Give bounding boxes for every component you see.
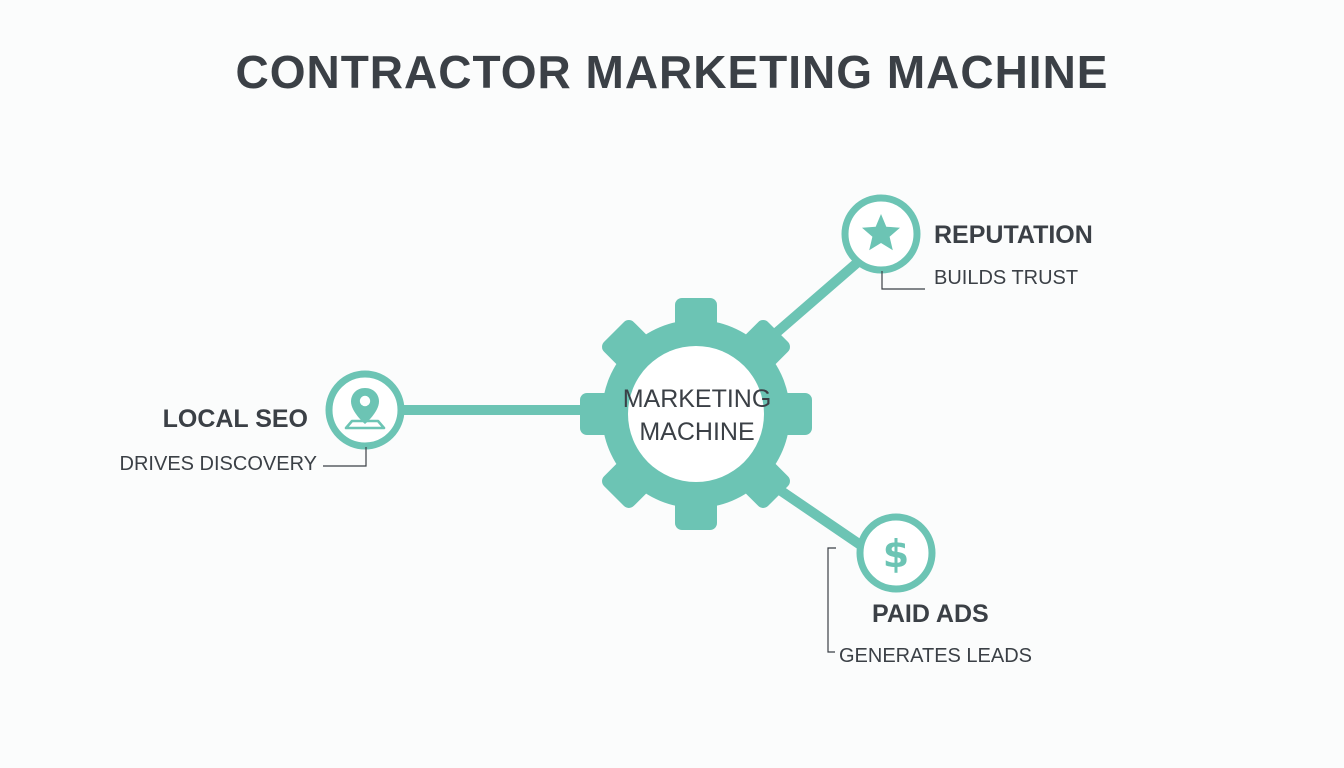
star-icon — [862, 214, 900, 251]
reputation-title: REPUTATION — [934, 221, 1093, 249]
connectors — [399, 257, 867, 551]
hub-label-line1: MARKETING — [623, 385, 772, 413]
gear-hole — [628, 346, 764, 482]
local-seo-leader-line — [323, 447, 367, 467]
hub-label-line2: MACHINE — [639, 418, 754, 446]
paid-ads-subtitle: GENERATES LEADS — [839, 645, 1032, 667]
node-paid-ads: $ PAID ADS GENERATES LEADS — [827, 513, 1032, 667]
dollar-icon: $ — [883, 532, 909, 576]
map-pin-hole — [359, 395, 371, 407]
hub-gear: MARKETING MACHINE — [580, 298, 812, 530]
connector-paid-ads — [763, 477, 867, 551]
reputation-subtitle: BUILDS TRUST — [934, 267, 1078, 289]
connector-reputation — [763, 257, 863, 345]
page-title: CONTRACTOR MARKETING MACHINE — [235, 46, 1108, 98]
node-local-seo: LOCAL SEO DRIVES DISCOVERY — [120, 370, 405, 475]
map-pin-icon — [344, 388, 386, 430]
node-reputation: REPUTATION BUILDS TRUST — [841, 194, 1093, 290]
paid-ads-ring — [856, 513, 936, 593]
paid-ads-leader-line — [827, 547, 836, 653]
paid-ads-title: PAID ADS — [872, 600, 989, 628]
local-seo-subtitle: DRIVES DISCOVERY — [120, 453, 317, 475]
reputation-leader-line — [881, 271, 925, 290]
local-seo-title: LOCAL SEO — [163, 405, 308, 433]
map-pin-base — [344, 419, 386, 430]
